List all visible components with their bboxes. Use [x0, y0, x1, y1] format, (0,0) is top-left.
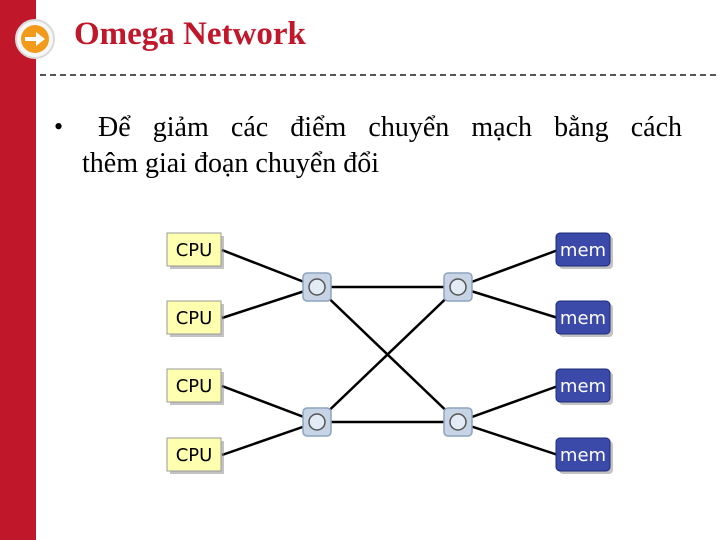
mem-node: mem — [555, 300, 613, 337]
connections — [221, 248, 559, 457]
mem-node: mem — [555, 232, 613, 269]
arrow-right-icon — [15, 19, 55, 59]
switches — [302, 272, 473, 437]
cpu-node: CPU — [166, 368, 224, 405]
cpu-label: CPU — [176, 445, 213, 466]
switch-node — [443, 272, 473, 302]
link-sw3-mem1 — [457, 248, 559, 289]
bullet-line-1: Để giảm các điểm chuyển mạch bằng cách — [98, 112, 682, 143]
link-cpu4-sw2 — [221, 420, 318, 457]
link-sw3-mem2 — [457, 285, 559, 320]
cpu-nodes: CPU CPU CPU CPU — [166, 232, 224, 474]
left-accent-bar — [0, 0, 36, 540]
bullet-marker: • — [54, 112, 64, 141]
link-sw2-sw3 — [316, 286, 459, 423]
mem-node: mem — [555, 368, 613, 405]
link-sw4-mem4 — [457, 420, 559, 457]
slide-title: Omega Network — [74, 16, 306, 52]
mem-nodes: mem mem mem mem — [555, 232, 613, 474]
mem-label: mem — [560, 308, 606, 329]
mem-node: mem — [555, 437, 613, 474]
cpu-node: CPU — [166, 437, 224, 474]
switch-node — [443, 407, 473, 437]
switch-node — [302, 272, 332, 302]
title-divider — [40, 74, 716, 76]
bullet-text: Để giảm các điểm chuyển mạch bằng cách t… — [82, 110, 682, 182]
cpu-label: CPU — [176, 308, 213, 329]
cpu-node: CPU — [166, 232, 224, 269]
link-cpu1-sw1 — [221, 248, 318, 289]
switch-node — [302, 407, 332, 437]
cpu-label: CPU — [176, 240, 213, 261]
link-sw4-mem3 — [457, 384, 559, 424]
link-cpu3-sw2 — [221, 384, 318, 424]
mem-label: mem — [560, 445, 606, 466]
cpu-label: CPU — [176, 376, 213, 397]
mem-label: mem — [560, 240, 606, 261]
cpu-node: CPU — [166, 300, 224, 337]
mem-label: mem — [560, 376, 606, 397]
link-cpu2-sw1 — [221, 285, 318, 320]
bullet-line-2: thêm giai đoạn chuyển đổi — [82, 148, 380, 179]
